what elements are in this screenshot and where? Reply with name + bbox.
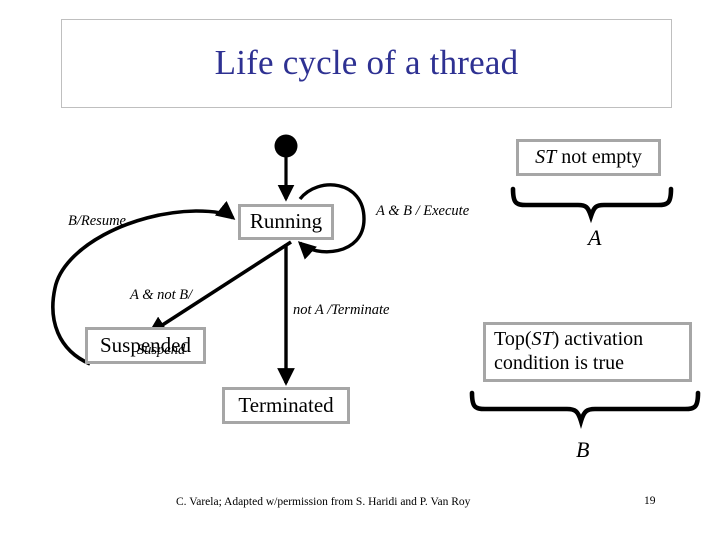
edge-label-resume: B/Resume (68, 213, 126, 229)
state-box-running[interactable]: Running (238, 204, 334, 240)
edge-label-execute: A & B / Execute (376, 203, 470, 219)
state-label-terminated: Terminated (238, 392, 334, 417)
condition-box-top-activation[interactable]: Top(ST) activation condition is true (483, 322, 692, 382)
state-box-suspended[interactable]: Suspended (85, 327, 206, 364)
condition-top-prefix: Top( (494, 328, 532, 351)
state-label-running: Running (249, 209, 323, 234)
state-box-terminated[interactable]: Terminated (222, 387, 350, 424)
title-placeholder-box (61, 19, 672, 108)
edge-running-to-suspended (147, 240, 292, 335)
start-state-icon (274, 134, 298, 158)
state-label-suspended: Suspended (100, 332, 191, 357)
edge-running-self-loop (297, 183, 366, 260)
brace-caption-a: A (588, 225, 602, 250)
edge-suspended-to-running (51, 200, 236, 366)
condition-top-suffix: ) activation (552, 328, 644, 351)
brace-caption-b: B (576, 437, 590, 462)
page-title: Life cycle of a thread (214, 43, 519, 83)
footer-page-number: 19 (644, 495, 656, 507)
edge-label-suspend-line1: A & not B/ (130, 287, 193, 304)
edge-label-suspend-line2: Suspend (136, 341, 186, 358)
edge-label-suspend: A & not B/ Suspend (130, 250, 192, 395)
condition-st-symbol: ST (535, 146, 557, 169)
condition-top-line2: condition is true (494, 352, 624, 374)
condition-box-st-not-empty[interactable]: ST not empty (516, 139, 661, 176)
footer-credit: C. Varela; Adapted w/permission from S. … (176, 496, 471, 508)
brace-a (510, 186, 674, 224)
condition-st-rest: not empty (556, 146, 642, 169)
brace-b (469, 390, 701, 429)
condition-top-st-symbol: ST (531, 328, 553, 351)
edge-label-terminate: not A /Terminate (293, 302, 390, 318)
